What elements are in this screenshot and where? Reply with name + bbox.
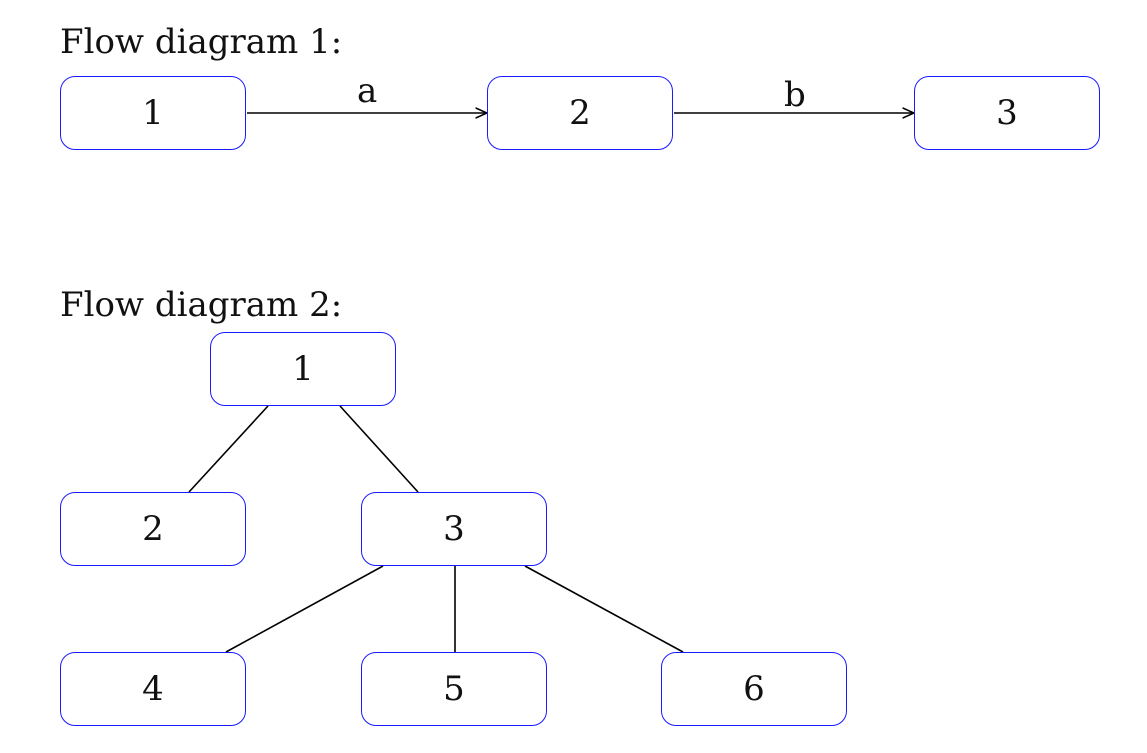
edge-d2-1-2 (188, 405, 269, 493)
d1-node-3-label: 3 (996, 93, 1018, 133)
d2-node-5-label: 5 (443, 669, 465, 709)
d1-node-1-label: 1 (142, 93, 164, 133)
d1-node-2: 2 (487, 76, 673, 150)
edge-d2-1-3 (339, 405, 419, 493)
d2-node-1: 1 (210, 332, 396, 406)
d2-node-4: 4 (60, 652, 246, 726)
d2-node-2: 2 (60, 492, 246, 566)
edge-d2-3-4 (225, 565, 384, 653)
diagram1-title: Flow diagram 1: (60, 22, 343, 62)
d2-node-6: 6 (661, 652, 847, 726)
d1-edge-label-a: a (357, 71, 378, 111)
d1-node-1: 1 (60, 76, 246, 150)
d2-node-4-label: 4 (142, 669, 164, 709)
edge-d2-3-6 (524, 565, 684, 653)
d2-node-3: 3 (361, 492, 547, 566)
d1-edge-label-b: b (784, 75, 806, 115)
d2-node-2-label: 2 (142, 509, 164, 549)
diagram2-title: Flow diagram 2: (60, 285, 343, 325)
d1-node-3: 3 (914, 76, 1100, 150)
d2-node-5: 5 (361, 652, 547, 726)
d2-node-1-label: 1 (292, 349, 314, 389)
d1-node-2-label: 2 (569, 93, 591, 133)
d2-node-3-label: 3 (443, 509, 465, 549)
d2-node-6-label: 6 (743, 669, 765, 709)
